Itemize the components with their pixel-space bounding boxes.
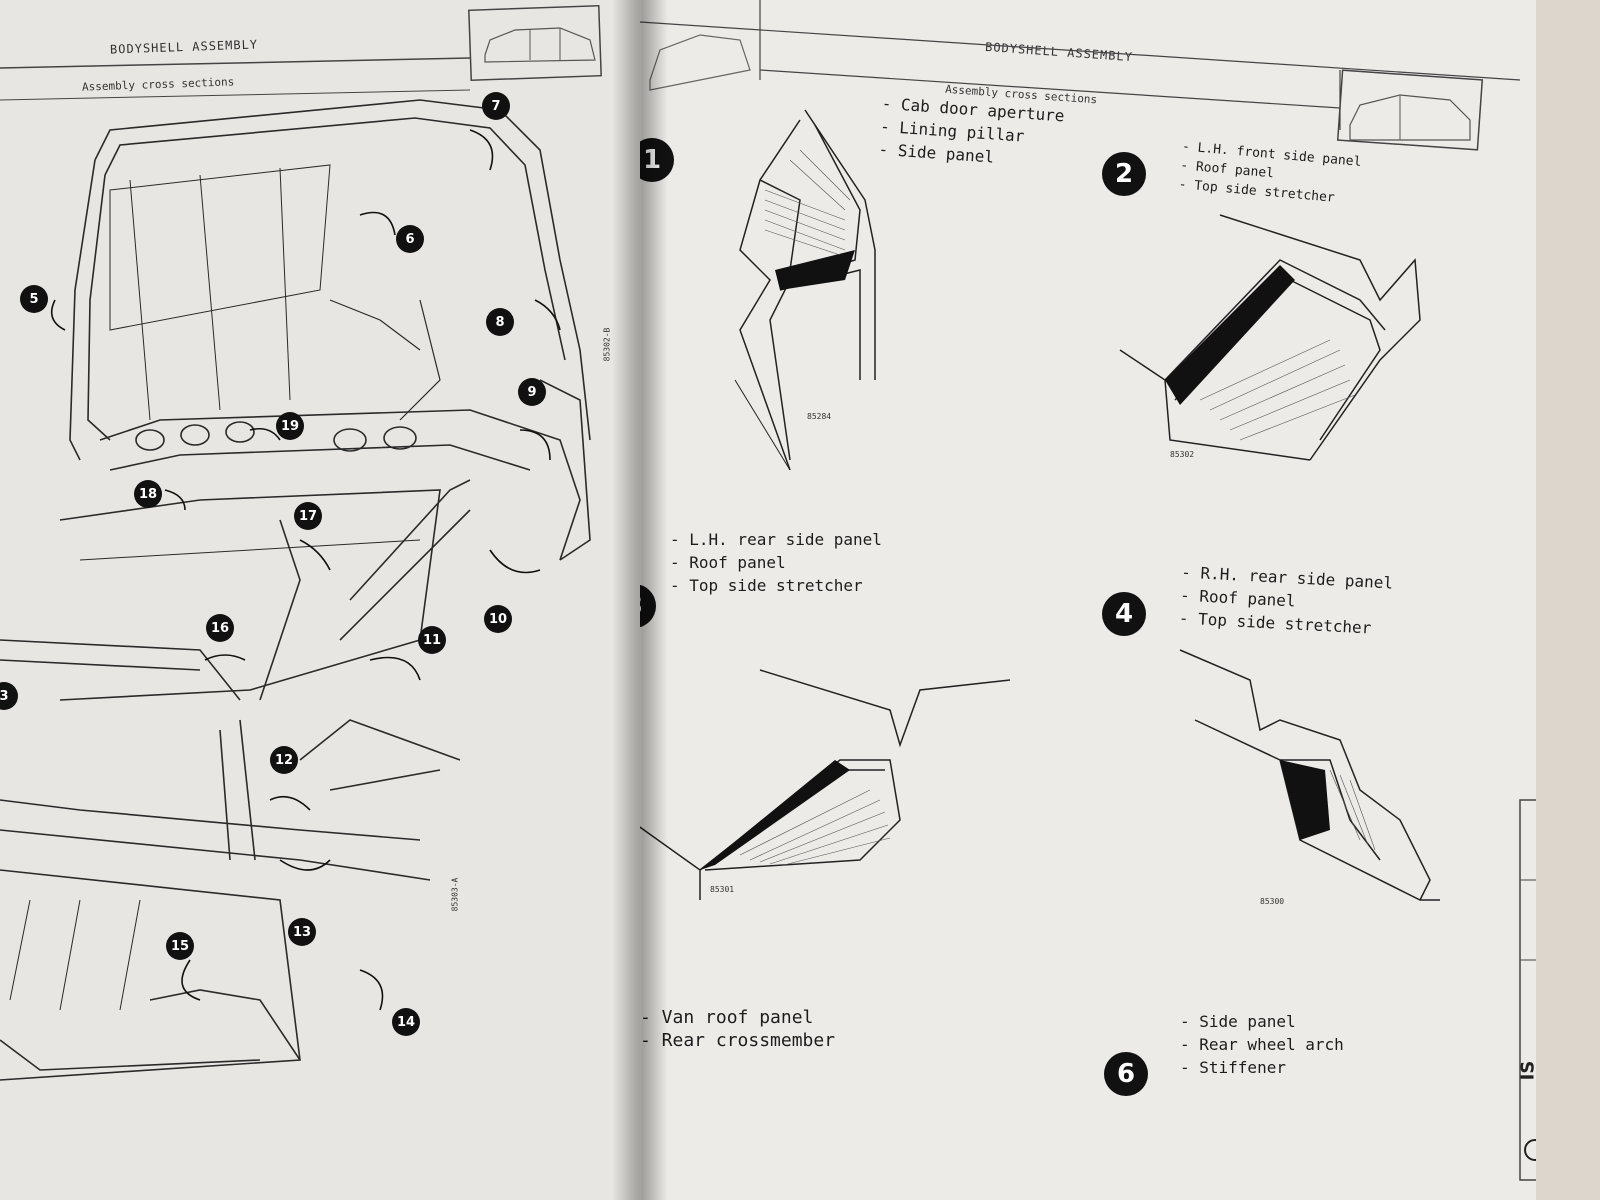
callout-10: 10 bbox=[484, 605, 512, 633]
section-3-labels: - L.H. rear side panel - Roof panel - To… bbox=[670, 528, 882, 597]
right-header-rules bbox=[640, 0, 1521, 151]
section-3-badge: 3 bbox=[640, 584, 656, 628]
section-3-ref: 85301 bbox=[710, 885, 735, 894]
callout-13: 13 bbox=[288, 918, 316, 946]
callout-17: 17 bbox=[294, 502, 322, 530]
figure-ref-vertical: 85302-B bbox=[602, 327, 612, 362]
callout-19: 19 bbox=[276, 412, 304, 440]
callout-8: 8 bbox=[486, 308, 514, 336]
section-6-labels: - Side panel - Rear wheel arch - Stiffen… bbox=[1180, 1010, 1344, 1079]
section-4-badge: 4 bbox=[1102, 592, 1146, 636]
margin-tab-box bbox=[1519, 799, 1540, 1181]
callout-5: 5 bbox=[20, 285, 48, 313]
figure-ref-left: 85303-A bbox=[450, 877, 460, 912]
callout-9: 9 bbox=[518, 378, 546, 406]
section-4-ref: 85300 bbox=[1260, 897, 1285, 906]
section-2-drawing bbox=[1119, 214, 1421, 461]
section-3-label-1: - L.H. rear side panel bbox=[670, 530, 882, 549]
section-6-label-3: - Stiffener bbox=[1180, 1058, 1286, 1077]
section-6-label-1: - Side panel bbox=[1180, 1012, 1296, 1031]
section-3-label-2: - Roof panel bbox=[670, 553, 786, 572]
left-page: BODYSHELL ASSEMBLY Assembly cross sectio… bbox=[0, 0, 648, 1200]
section-6-label-2: - Rear wheel arch bbox=[1180, 1035, 1344, 1054]
section-4-drawing bbox=[1179, 649, 1440, 901]
callout-16: 16 bbox=[206, 614, 234, 642]
callout-6: 6 bbox=[396, 225, 424, 253]
callout-7: 7 bbox=[482, 92, 510, 120]
section-3-label-3: - Top side stretcher bbox=[670, 576, 863, 595]
section-6-badge: 6 bbox=[1104, 1052, 1148, 1096]
section-2-ref: 85302 bbox=[1170, 450, 1195, 459]
left-header-rules bbox=[0, 4, 602, 101]
callout-15: 15 bbox=[166, 932, 194, 960]
section-5-label-1: - Van roof panel bbox=[640, 1007, 814, 1028]
callout-12: 12 bbox=[270, 746, 298, 774]
section-1-drawing bbox=[734, 109, 876, 471]
section-5-labels: - Van roof panel - Rear crossmember bbox=[640, 1006, 835, 1052]
book-edge bbox=[1536, 0, 1600, 1200]
section-1-ref: 85284 bbox=[807, 412, 832, 421]
section-1-badge: 1 bbox=[640, 138, 674, 182]
section-2-badge: 2 bbox=[1102, 152, 1146, 196]
callout-14: 14 bbox=[392, 1008, 420, 1036]
callout-11: 11 bbox=[418, 626, 446, 654]
right-page: BODYSHELL ASSEMBLY Assembly cross sectio… bbox=[640, 0, 1540, 1200]
callout-18: 18 bbox=[134, 480, 162, 508]
section-5-label-2: - Rear crossmember bbox=[640, 1030, 836, 1051]
section-3-drawing bbox=[640, 669, 1011, 900]
book-gutter bbox=[612, 0, 668, 1200]
callout-3: 3 bbox=[0, 682, 18, 710]
bodyshell-drawing bbox=[0, 99, 591, 1081]
margin-logo-icon bbox=[1524, 1139, 1540, 1161]
